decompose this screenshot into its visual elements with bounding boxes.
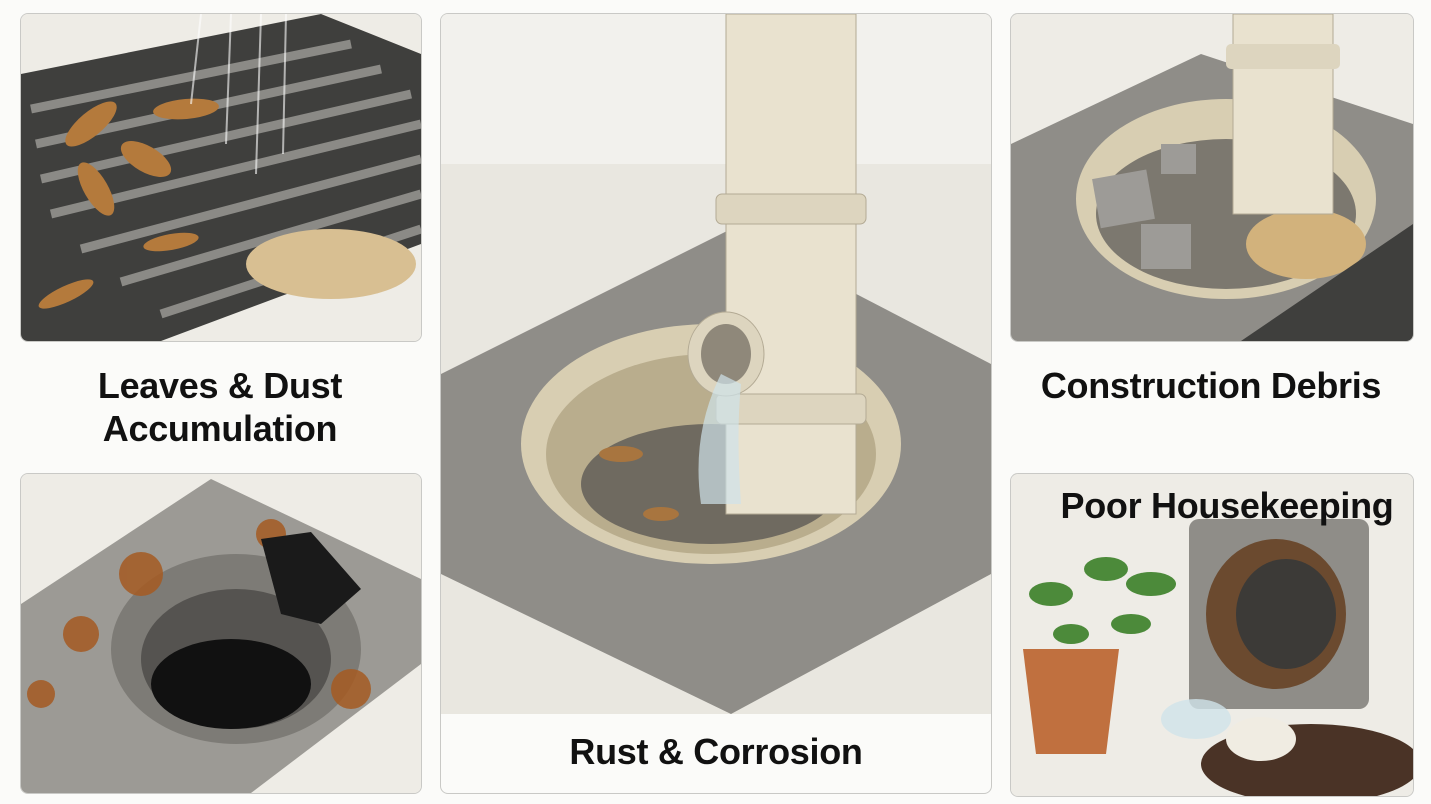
- grate-with-leaves-image: [21, 14, 421, 341]
- housekeeping-image: [1011, 474, 1413, 796]
- poor-housekeeping-label: Poor Housekeeping: [1060, 485, 1394, 526]
- rusted-drain-illustration: [20, 473, 422, 794]
- pipe-drain-illustration: Rust & Corrosion: [440, 13, 992, 794]
- housekeeping-illustration: Poor Housekeeping: [1010, 473, 1414, 797]
- leaves-dust-label-line2: Accumulation: [102, 408, 338, 449]
- construction-debris-illustration: [1010, 13, 1414, 342]
- rusted-drain-image: [21, 474, 421, 793]
- construction-debris-label: Construction Debris: [1040, 365, 1382, 406]
- construction-debris-image: [1011, 14, 1413, 341]
- pipe-drain-image: [441, 14, 991, 714]
- leaves-dust-label-line1: Leaves & Dust: [97, 365, 343, 406]
- rust-corrosion-label: Rust & Corrosion: [569, 731, 863, 772]
- leaves-dust-illustration: [20, 13, 422, 342]
- leaves-dust-label: Leaves & Dust Accumulation: [20, 364, 420, 450]
